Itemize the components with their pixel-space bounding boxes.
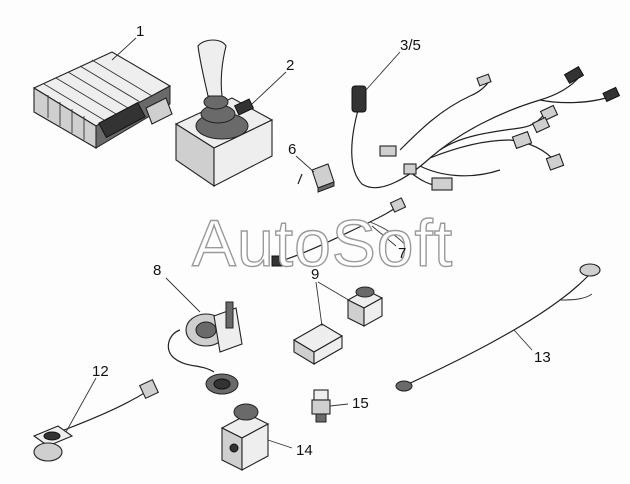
part-6-connector (297, 163, 335, 193)
part-15-switch (311, 389, 331, 423)
callout-6: 6 (288, 141, 296, 158)
part-13-cable (395, 263, 601, 392)
callout-2: 2 (286, 57, 294, 74)
watermark-text: AutoSoft (192, 206, 453, 280)
part-1-control-unit (32, 51, 173, 149)
callout-12: 12 (92, 363, 109, 380)
part-7-sensor-cable (271, 197, 411, 267)
leader-lines (65, 37, 533, 449)
callout-15: 15 (352, 395, 369, 412)
callout-3-5: 3/5 (400, 37, 421, 54)
callout-14: 14 (296, 442, 313, 459)
part-12-sensor (32, 378, 160, 462)
callout-8: 8 (153, 262, 161, 279)
part-9-solenoid-valves (292, 286, 384, 365)
callout-13: 13 (534, 349, 551, 366)
callout-1: 1 (136, 23, 144, 40)
callout-9: 9 (311, 266, 319, 283)
part-14-valve (220, 403, 270, 471)
part-3-5-wiring-harness (351, 65, 621, 191)
part-8-sender-assembly (167, 301, 243, 395)
callout-7: 7 (398, 245, 406, 262)
part-2-joystick (174, 39, 274, 188)
